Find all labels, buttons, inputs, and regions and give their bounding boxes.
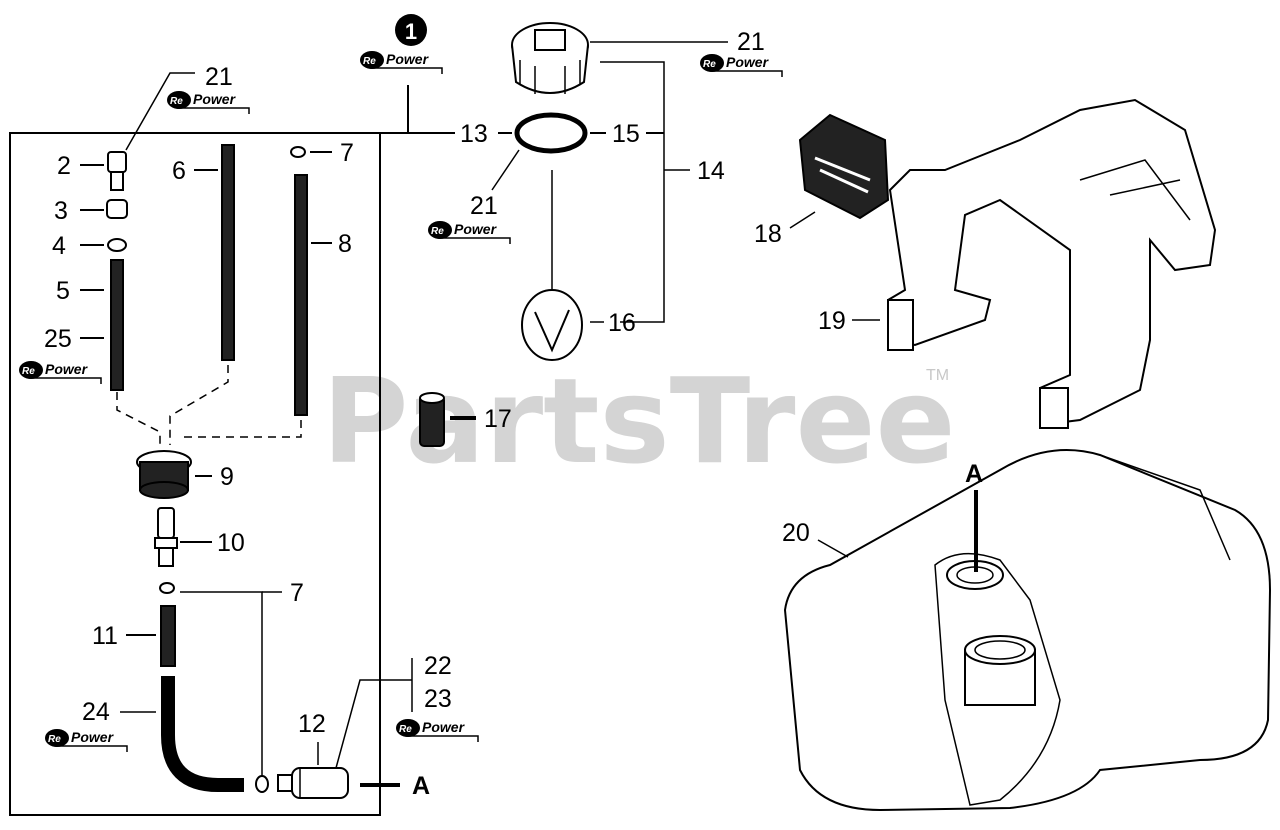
callout-24: 24: [82, 698, 110, 726]
svg-text:Re: Re: [431, 226, 444, 237]
callout-25: 25: [44, 325, 72, 353]
callout-9: 9: [220, 463, 234, 491]
part-3-nut: [106, 199, 128, 219]
part-7-oring: [290, 146, 306, 158]
callout-15: 15: [612, 120, 640, 148]
svg-text:Re: Re: [399, 724, 412, 735]
svg-text:Re: Re: [363, 56, 376, 67]
part-16-strap: [521, 170, 583, 361]
part-4-oring: [107, 238, 127, 252]
kit-box: [9, 132, 381, 816]
part-11-hose: [160, 605, 176, 667]
repower-badge: Re Power: [360, 51, 443, 74]
callout-17: 17: [484, 405, 512, 433]
callout-1: 1: [405, 19, 417, 44]
callout-16: 16: [608, 309, 636, 337]
svg-text:Re: Re: [703, 59, 716, 70]
callout-14: 14: [697, 157, 725, 185]
svg-text:Power: Power: [45, 361, 89, 377]
svg-text:Power: Power: [454, 221, 498, 237]
svg-text:Power: Power: [193, 91, 237, 107]
callout-21a: 21: [205, 63, 233, 91]
callout-23: 23: [424, 685, 452, 713]
part-6-tube: [221, 144, 235, 361]
watermark-text: PartsTree: [322, 352, 956, 490]
part-fuel-cap: [511, 22, 589, 94]
part-20-fuel-tank: [783, 449, 1272, 812]
callout-7a: 7: [340, 139, 354, 167]
svg-text:Power: Power: [726, 54, 770, 70]
callout-8: 8: [338, 230, 352, 258]
svg-text:Re: Re: [22, 366, 35, 377]
callout-12: 12: [298, 710, 326, 738]
callout-18: 18: [754, 220, 782, 248]
callout-13: 13: [460, 120, 488, 148]
callout-21b: 21: [737, 28, 765, 56]
part-15-gasket: [514, 112, 588, 154]
callout-4: 4: [52, 232, 66, 260]
part-7-oring-lower: [159, 582, 175, 594]
part-24-hose: [161, 676, 244, 792]
part-12-filter: [277, 767, 349, 799]
svg-text:Power: Power: [422, 719, 466, 735]
svg-text:Re: Re: [170, 96, 183, 107]
callout-21c: 21: [470, 192, 498, 220]
kit-leader: [380, 85, 409, 134]
callout-22: 22: [424, 652, 452, 680]
part-8-tube: [294, 174, 308, 416]
part-18-filter: [798, 113, 890, 220]
part-9-grommet: [136, 450, 192, 499]
repower-badge: Re Power: [396, 719, 479, 742]
callout-11: 11: [92, 622, 118, 650]
svg-text:Power: Power: [71, 729, 115, 745]
repower-badge: Re Power: [45, 729, 128, 752]
callout-6: 6: [172, 157, 186, 185]
callout-5: 5: [56, 277, 70, 305]
callout-3: 3: [54, 197, 68, 225]
repower-badge: Re Power: [700, 54, 783, 77]
part-5-tube: [110, 259, 124, 391]
callout-20: 20: [782, 519, 810, 547]
svg-text:Re: Re: [48, 734, 61, 745]
ref-a-left: A: [412, 772, 430, 800]
callout-1-badge: [395, 14, 427, 46]
callout-10: 10: [217, 529, 245, 557]
repower-badge: Re Power: [428, 221, 511, 244]
part-10-fitting: [154, 507, 178, 567]
watermark-trademark: TM: [926, 367, 949, 384]
repower-badge: Re Power: [19, 361, 102, 384]
callout-2: 2: [57, 152, 71, 180]
part-17-sleeve: [419, 392, 445, 447]
part-19-bracket: [886, 98, 1217, 429]
part-2-fitting: [107, 151, 127, 191]
ref-a-right: A: [965, 460, 983, 488]
callout-7b: 7: [290, 579, 304, 607]
svg-text:Power: Power: [386, 51, 430, 67]
repower-badge: Re Power: [167, 91, 250, 114]
callout-19: 19: [818, 307, 846, 335]
